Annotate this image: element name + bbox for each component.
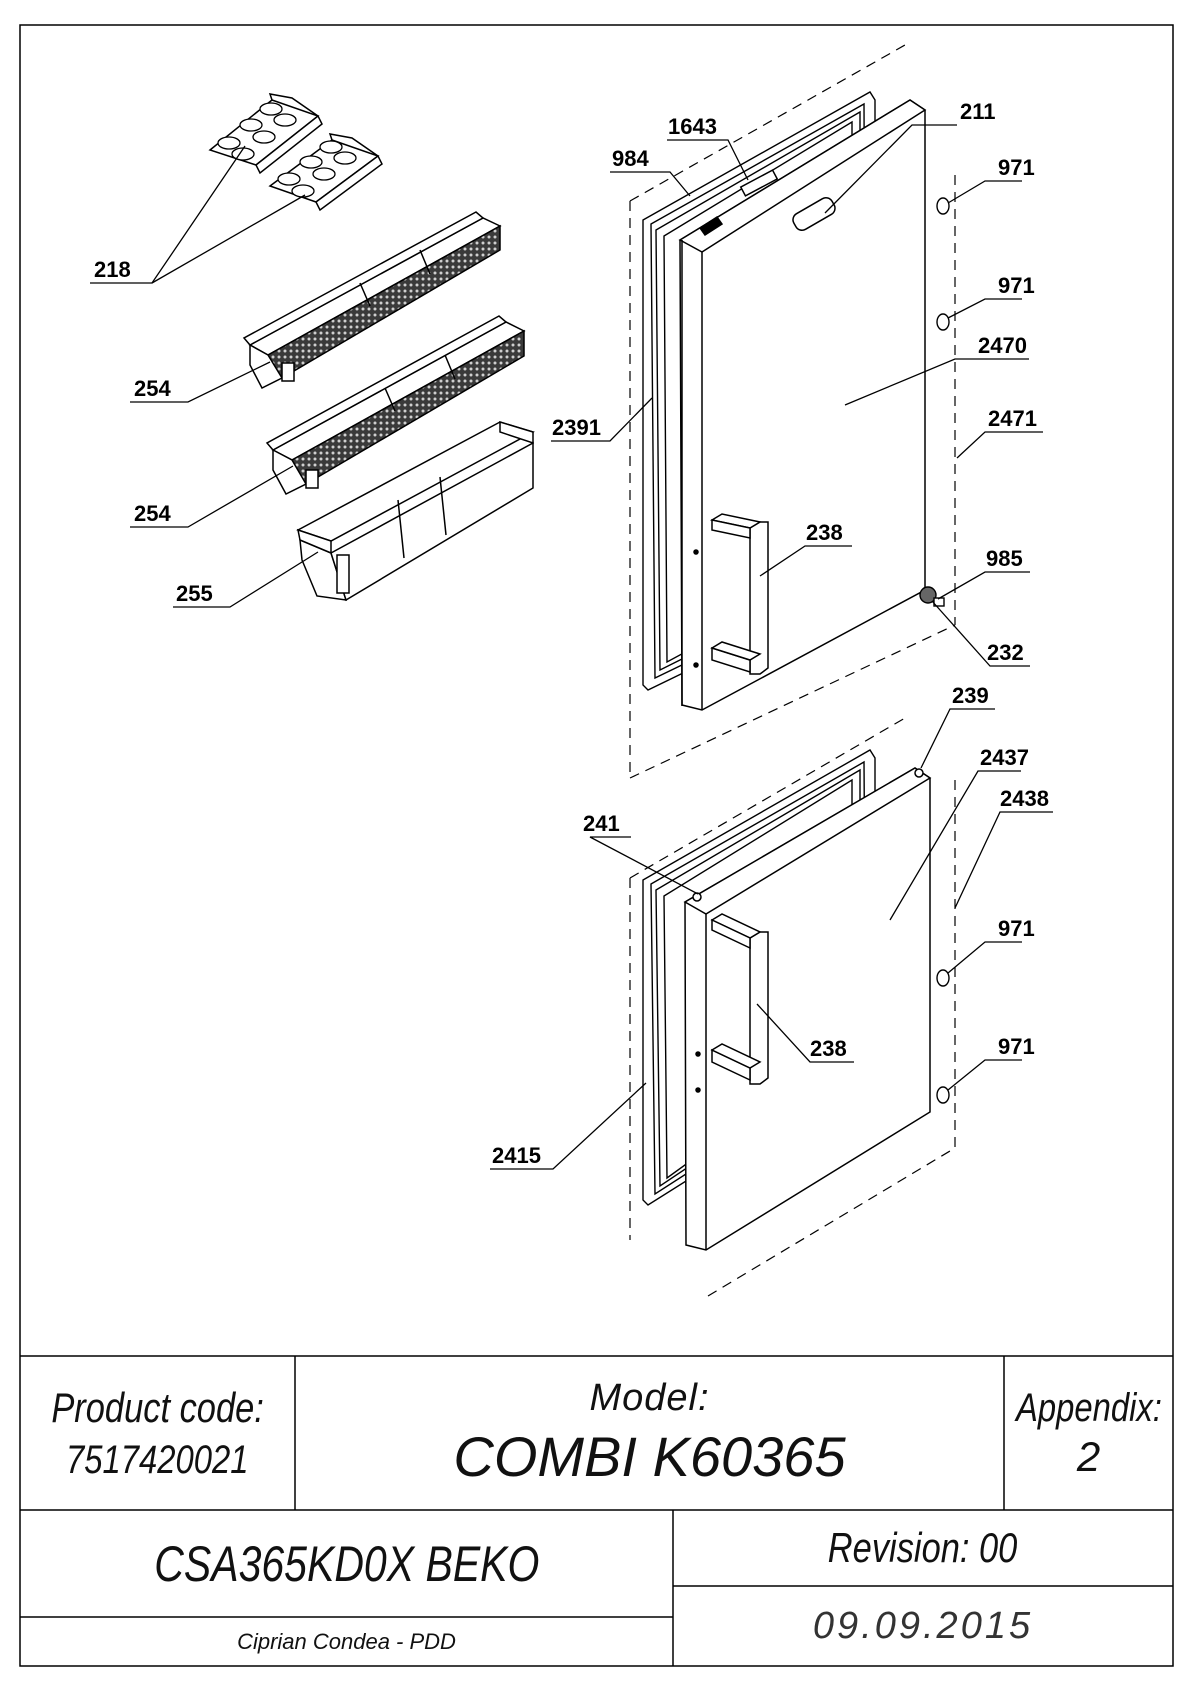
product-code-cell: Product code: 7517420021 [20, 1356, 295, 1510]
date-cell: 09.09.2015 [673, 1586, 1173, 1666]
lower-door-panel-part-2437 [683, 767, 932, 1251]
date: 09.09.2015 [812, 1604, 1034, 1647]
lower-door-guide-lines [629, 717, 956, 1297]
label-971-d: 971 [998, 1034, 1035, 1059]
label-971-c: 971 [998, 916, 1035, 941]
product-name: CSA365KD0X BEKO [153, 1535, 540, 1592]
label-211: 211 [960, 99, 996, 124]
model-label: Model: [589, 1377, 710, 1419]
product-code-value: 7517420021 [66, 1437, 249, 1482]
label-2471: 2471 [988, 406, 1037, 431]
bottle-shelf-part-255 [296, 420, 535, 602]
author: Ciprian Condea - PDD [237, 1628, 456, 1654]
part-labels: 218 254 254 255 984 1643 211 971 971 247… [94, 99, 1049, 1168]
label-985: 985 [986, 546, 1023, 571]
product-name-cell: CSA365KD0X BEKO [20, 1510, 673, 1617]
model-value: COMBI K60365 [453, 1425, 846, 1488]
label-2470: 2470 [978, 333, 1027, 358]
upper-handle-part-238 [709, 513, 769, 675]
product-code-label: Product code: [51, 1383, 264, 1431]
revision: Revision: 00 [828, 1524, 1018, 1571]
hinge-parts-lower [936, 969, 950, 1104]
label-238-upper: 238 [806, 520, 843, 545]
label-971-a: 971 [998, 155, 1035, 180]
label-218: 218 [94, 257, 131, 282]
label-254-upper: 254 [134, 376, 171, 401]
door-shelf-part-254-lower [265, 315, 526, 495]
label-232: 232 [987, 640, 1024, 665]
label-2415: 2415 [492, 1143, 541, 1168]
door-shelf-part-254-upper [242, 211, 502, 390]
label-984: 984 [612, 146, 649, 171]
label-241: 241 [583, 811, 620, 836]
label-239: 239 [952, 683, 989, 708]
revision-cell: Revision: 00 [673, 1510, 1173, 1586]
label-254-lower: 254 [134, 501, 171, 526]
label-2391: 2391 [552, 415, 601, 440]
model-cell: Model: COMBI K60365 [295, 1356, 1004, 1510]
sheet-border [19, 24, 1174, 1667]
leader-lines [90, 124, 1053, 1170]
label-1643: 1643 [668, 114, 717, 139]
hinge-parts-upper [919, 197, 950, 607]
lower-handle-part-238 [710, 913, 769, 1085]
label-2438: 2438 [1000, 786, 1049, 811]
egg-tray-part-218 [208, 93, 383, 212]
upper-door-panel-part-2470 [678, 99, 927, 711]
upper-door-guide-lines [629, 44, 956, 779]
appendix-label: Appendix: [1015, 1385, 1162, 1430]
label-971-b: 971 [998, 273, 1035, 298]
label-238-lower: 238 [810, 1036, 847, 1061]
title-block-grid [20, 1355, 1173, 1666]
author-cell: Ciprian Condea - PDD [20, 1617, 673, 1666]
appendix-value: 2 [1076, 1432, 1101, 1480]
label-2437: 2437 [980, 745, 1029, 770]
appendix-cell: Appendix: 2 [1004, 1356, 1173, 1510]
label-255: 255 [176, 581, 213, 606]
